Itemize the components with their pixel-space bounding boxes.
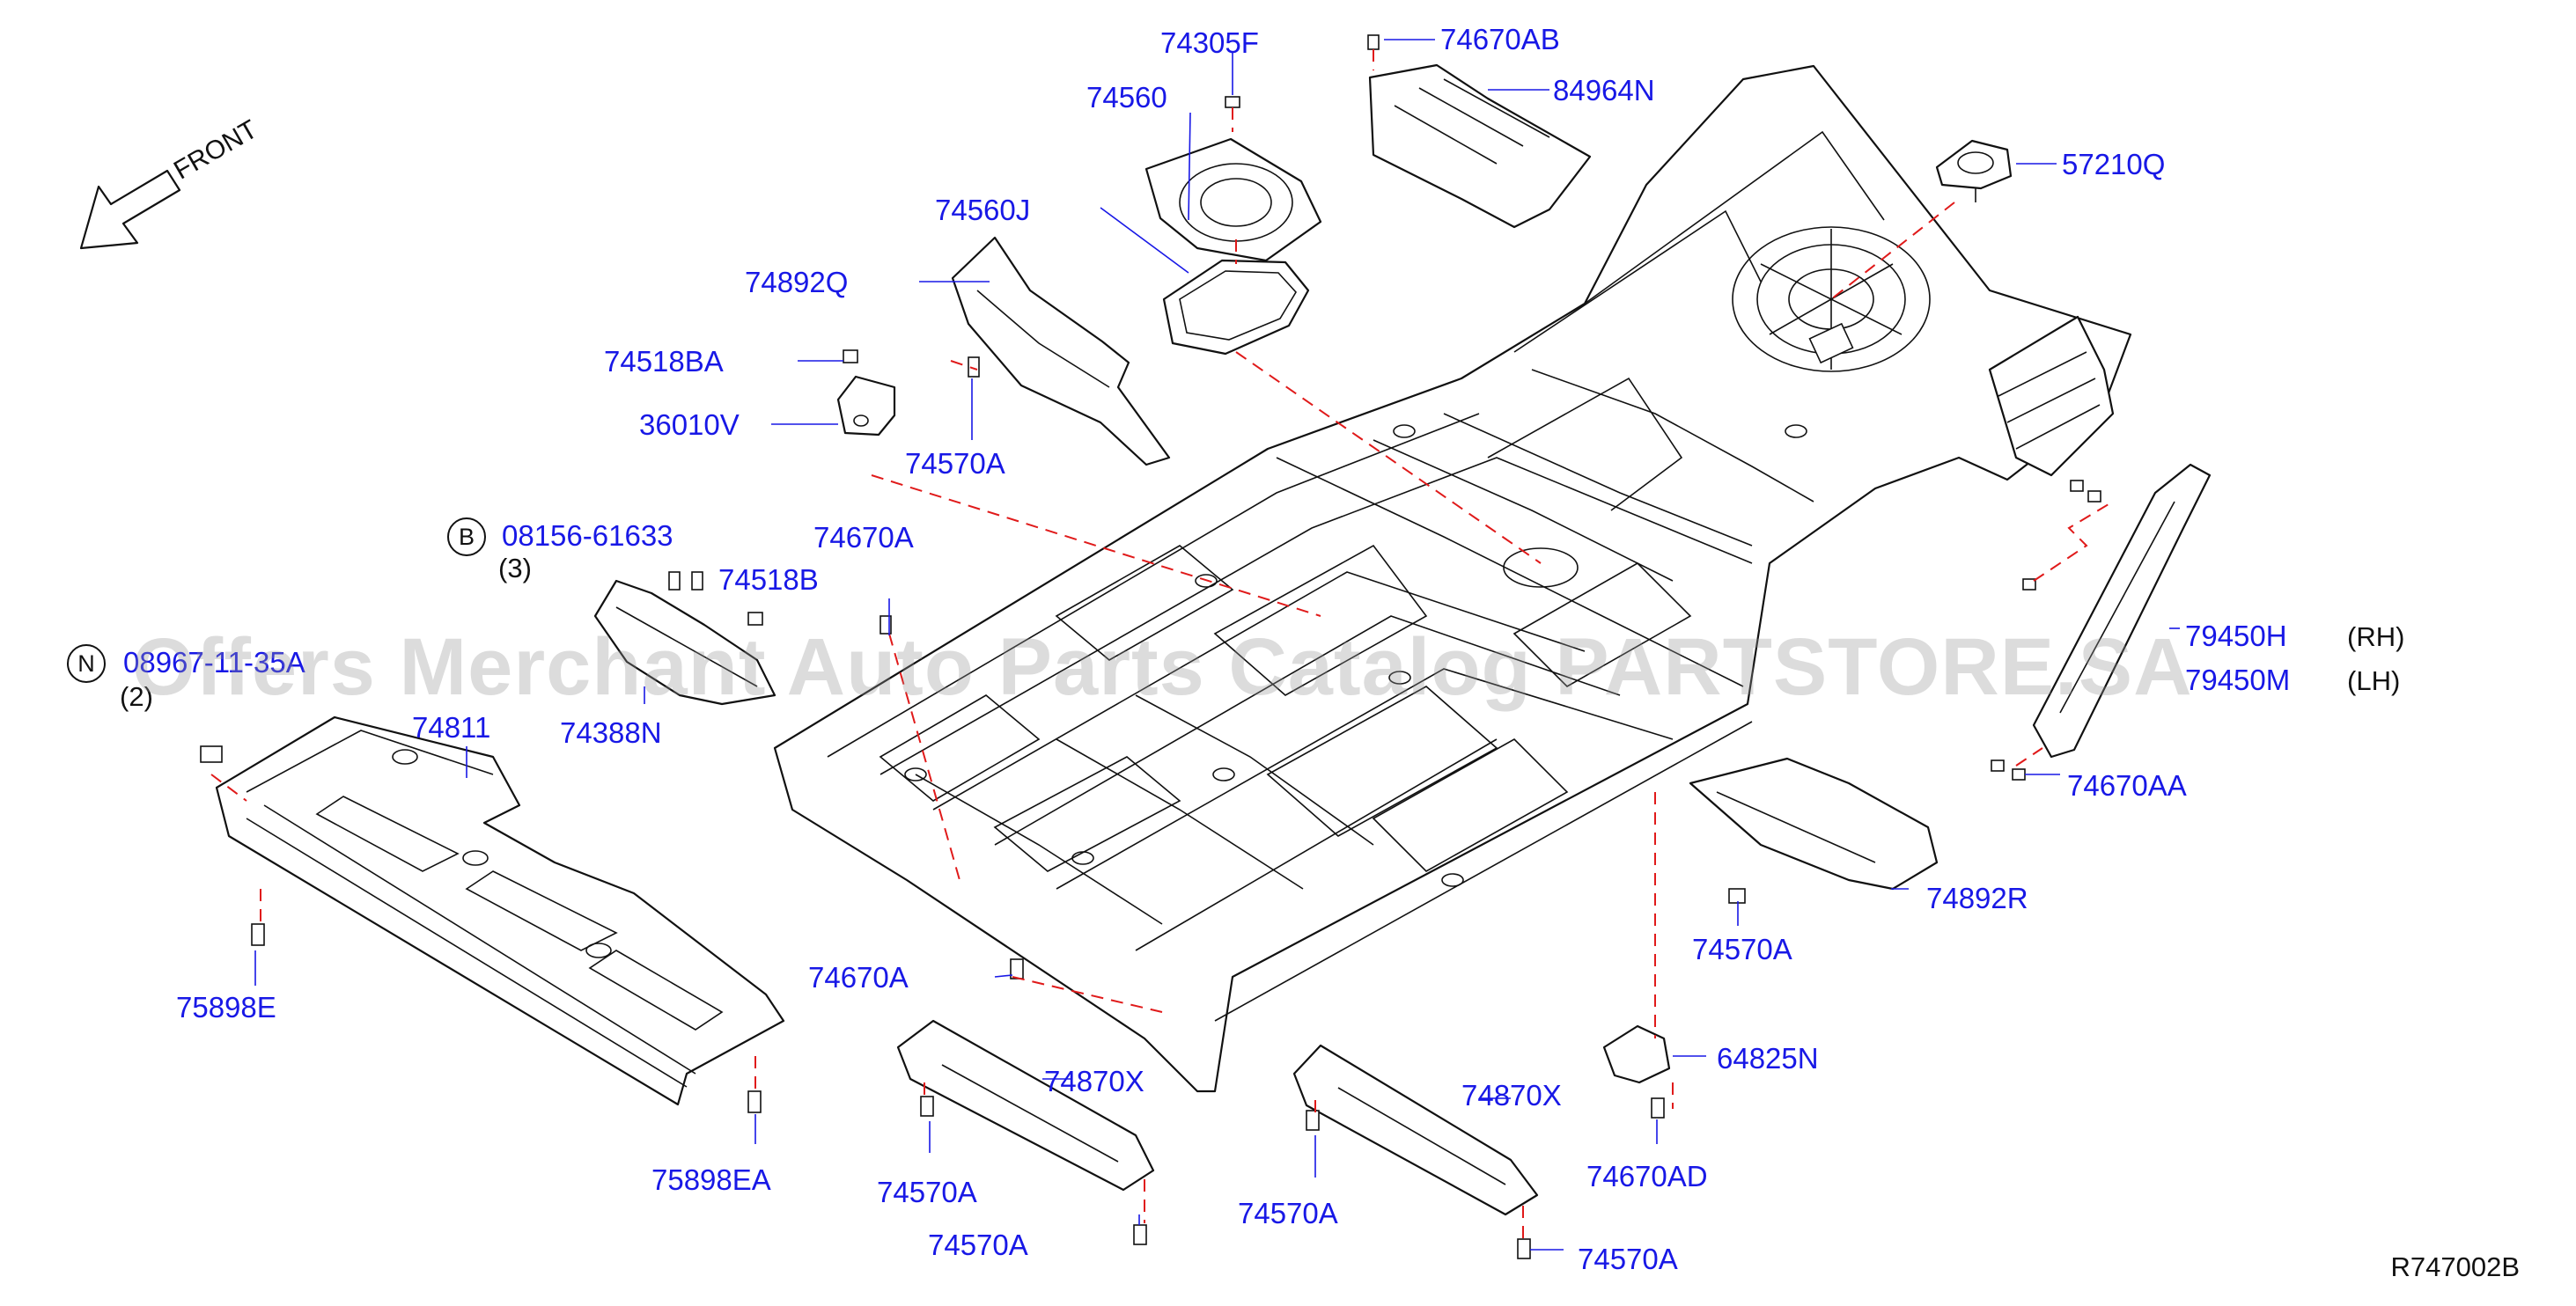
- part-label-74670AD[interactable]: 74670AD: [1586, 1160, 1708, 1192]
- front-under-cover: [215, 715, 785, 1106]
- side-label-rh: (RH): [2347, 621, 2405, 652]
- part-label-75898EA[interactable]: 75898EA: [651, 1163, 771, 1196]
- bracket-74388N: [593, 579, 776, 706]
- part-label-74670AA[interactable]: 74670AA: [2067, 769, 2187, 802]
- part-label-57210Q[interactable]: 57210Q: [2062, 148, 2166, 180]
- reference-marker-b: B: [447, 517, 486, 556]
- assembly-leader-lines: [210, 49, 2114, 1239]
- part-label-74518BA[interactable]: 74518BA: [604, 345, 724, 378]
- part-label-74570A-right-bracket[interactable]: 74570A: [1692, 933, 1792, 965]
- bracket-36010V: [836, 375, 896, 437]
- part-label-74892R[interactable]: 74892R: [1926, 882, 2028, 914]
- drawing-code: R747002B: [2390, 1251, 2520, 1282]
- access-cover-74560: [1144, 137, 1322, 262]
- part-label-08967-11-35a[interactable]: 08967-11-35A: [123, 646, 305, 679]
- reference-marker-n: N: [67, 644, 106, 683]
- part-label-74811[interactable]: 74811: [412, 711, 491, 744]
- part-label-74870X-right[interactable]: 74870X: [1461, 1079, 1562, 1112]
- part-label-74892Q[interactable]: 74892Q: [745, 266, 849, 298]
- watermark-text: Offers Merchant Auto Parts Catalog PARTS…: [132, 622, 2193, 712]
- cross-member-74870X-left: [896, 1019, 1155, 1192]
- bracket-64825N: [1602, 1024, 1671, 1084]
- part-label-84964N[interactable]: 84964N: [1553, 74, 1655, 106]
- part-label-74670AB[interactable]: 74670AB: [1440, 23, 1560, 55]
- jack-57210Q: [1935, 139, 2013, 202]
- part-label-74670A-lower[interactable]: 74670A: [808, 961, 909, 994]
- part-label-74670A-upper[interactable]: 74670A: [813, 521, 914, 554]
- part-label-79450M[interactable]: 79450M: [2185, 664, 2291, 696]
- quantity-08967-11-35a: (2): [120, 681, 153, 712]
- front-arrow-icon: [79, 169, 181, 250]
- part-label-74570A-cross-left-b[interactable]: 74570A: [928, 1229, 1028, 1261]
- fasteners: [200, 34, 2101, 1259]
- part-label-08156-61633[interactable]: 08156-61633: [502, 519, 673, 552]
- part-label-74570A-cross-left-a[interactable]: 74570A: [877, 1176, 977, 1208]
- part-label-74518B[interactable]: 74518B: [718, 563, 819, 596]
- quantity-08156-61633: (3): [498, 553, 532, 583]
- seal-ring-74560J: [1162, 259, 1310, 356]
- part-label-74570A-cross-right-b[interactable]: 74570A: [1578, 1243, 1678, 1275]
- part-label-64825N[interactable]: 64825N: [1717, 1042, 1819, 1075]
- side-label-lh: (LH): [2347, 665, 2401, 696]
- part-label-74560J[interactable]: 74560J: [935, 194, 1031, 226]
- bracket-84964N: [1368, 63, 1592, 229]
- part-label-36010V[interactable]: 36010V: [639, 408, 740, 441]
- main-floor-panel: [773, 64, 2132, 1093]
- part-label-74388N[interactable]: 74388N: [560, 716, 662, 749]
- bracket-74892Q: [951, 236, 1171, 466]
- part-label-74870X-left[interactable]: 74870X: [1044, 1065, 1144, 1097]
- part-label-79450H[interactable]: 79450H: [2185, 620, 2287, 652]
- part-label-75898E[interactable]: 75898E: [176, 991, 276, 1024]
- part-label-74560[interactable]: 74560: [1086, 81, 1167, 114]
- label-leader-lines: [254, 39, 2180, 1251]
- part-label-74305F[interactable]: 74305F: [1160, 26, 1259, 59]
- cross-member-74870X-right: [1292, 1044, 1539, 1216]
- side-member-79450: [2032, 463, 2212, 759]
- bracket-74892R: [1689, 757, 1939, 891]
- part-label-74570A-bracket[interactable]: 74570A: [905, 447, 1005, 480]
- part-label-74570A-cross-right-a[interactable]: 74570A: [1238, 1197, 1338, 1229]
